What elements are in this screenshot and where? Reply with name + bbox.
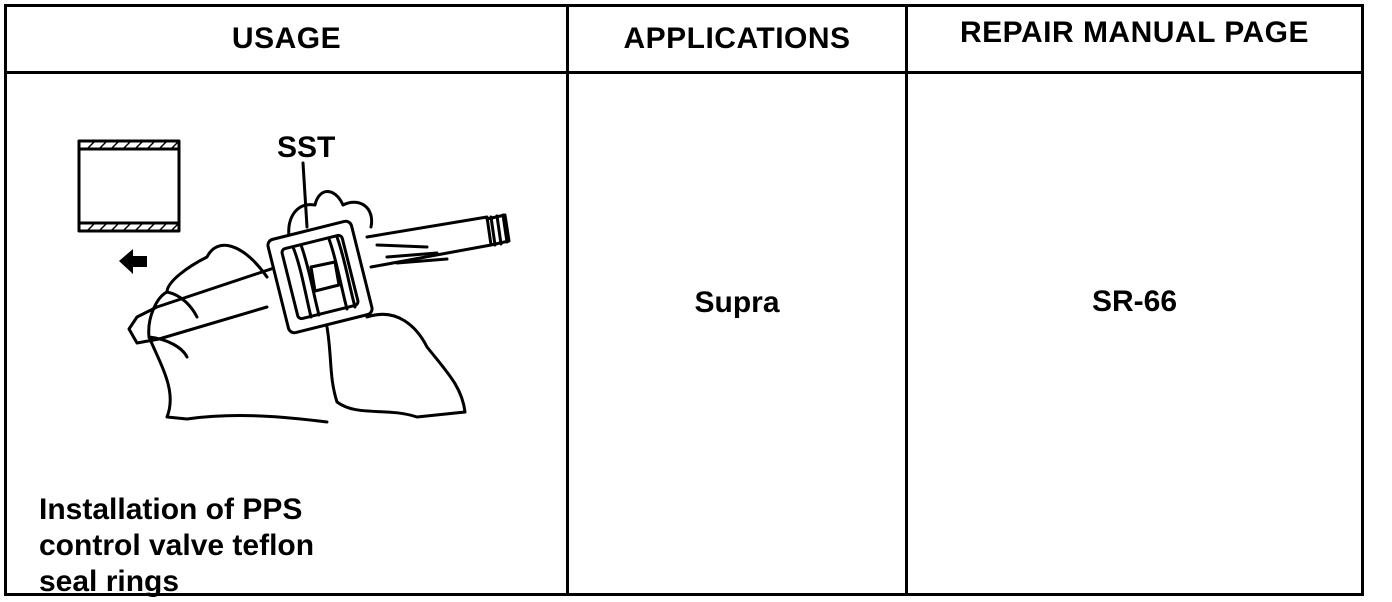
usage-description-line: Installation of PPS [39, 493, 303, 526]
seal-ring-installation-illustration [77, 139, 511, 424]
column-divider [566, 7, 569, 593]
usage-description-line: control valve teflon [39, 529, 315, 562]
spec-table: USAGE APPLICATIONS REPAIR MANUAL PAGE [4, 4, 1364, 598]
column-divider [905, 7, 908, 593]
sst-label: SST [277, 131, 336, 164]
usage-description: Installation of PPS control valve teflon… [39, 492, 399, 600]
left-arrow-icon [119, 249, 147, 274]
header-repair-manual-page: REPAIR MANUAL PAGE [959, 16, 1310, 49]
header-divider [7, 71, 1361, 74]
usage-description-line: seal rings [39, 565, 180, 598]
header-applications: APPLICATIONS [623, 22, 851, 55]
applications-value: Supra [694, 286, 780, 319]
header-usage: USAGE [231, 22, 342, 55]
repair-manual-page-value: SR-66 [1091, 285, 1178, 318]
